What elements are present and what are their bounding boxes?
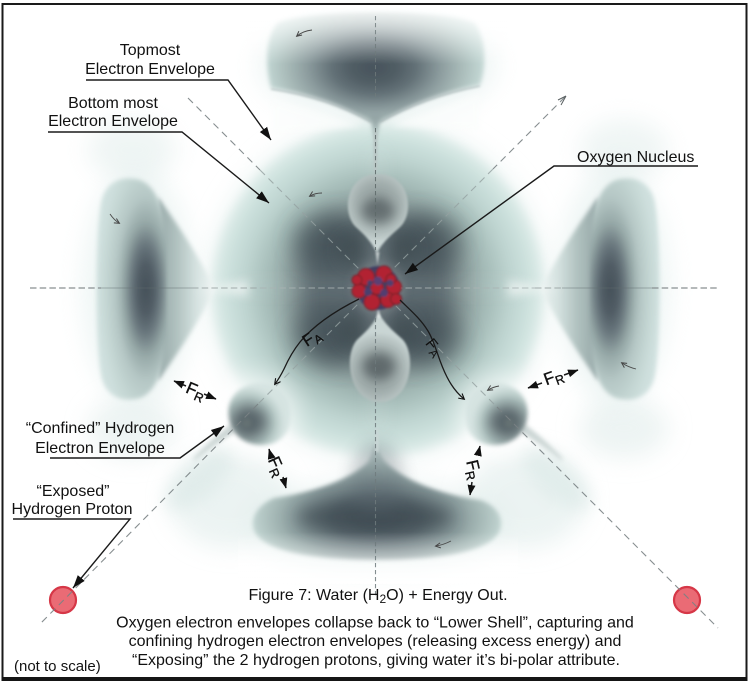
svg-text:“Exposed”: “Exposed”	[37, 483, 110, 500]
svg-text:Oxygen Nucleus: Oxygen Nucleus	[577, 149, 694, 166]
svg-text:(not to scale): (not to scale)	[14, 658, 101, 675]
svg-text:Electron Envelope: Electron Envelope	[35, 440, 165, 457]
svg-text:Hydrogen Proton: Hydrogen Proton	[12, 501, 133, 518]
svg-text:“Confined” Hydrogen: “Confined” Hydrogen	[26, 420, 175, 437]
svg-text:confining hydrogen electron en: confining hydrogen electron envelopes (r…	[129, 633, 622, 650]
svg-text:Bottom most: Bottom most	[68, 95, 158, 112]
svg-text:Oxygen electron envelopes coll: Oxygen electron envelopes collapse back …	[116, 615, 634, 632]
svg-text:Topmost: Topmost	[120, 42, 181, 59]
svg-text:Figure 7: Water (H2O) + Energy: Figure 7: Water (H2O) + Energy Out.	[248, 587, 507, 606]
svg-text:Electron Envelope: Electron Envelope	[48, 113, 178, 130]
svg-text:Electron Envelope: Electron Envelope	[85, 61, 215, 78]
svg-text:“Exposing” the 2 hydrogen prot: “Exposing” the 2 hydrogen protons, givin…	[132, 652, 620, 669]
